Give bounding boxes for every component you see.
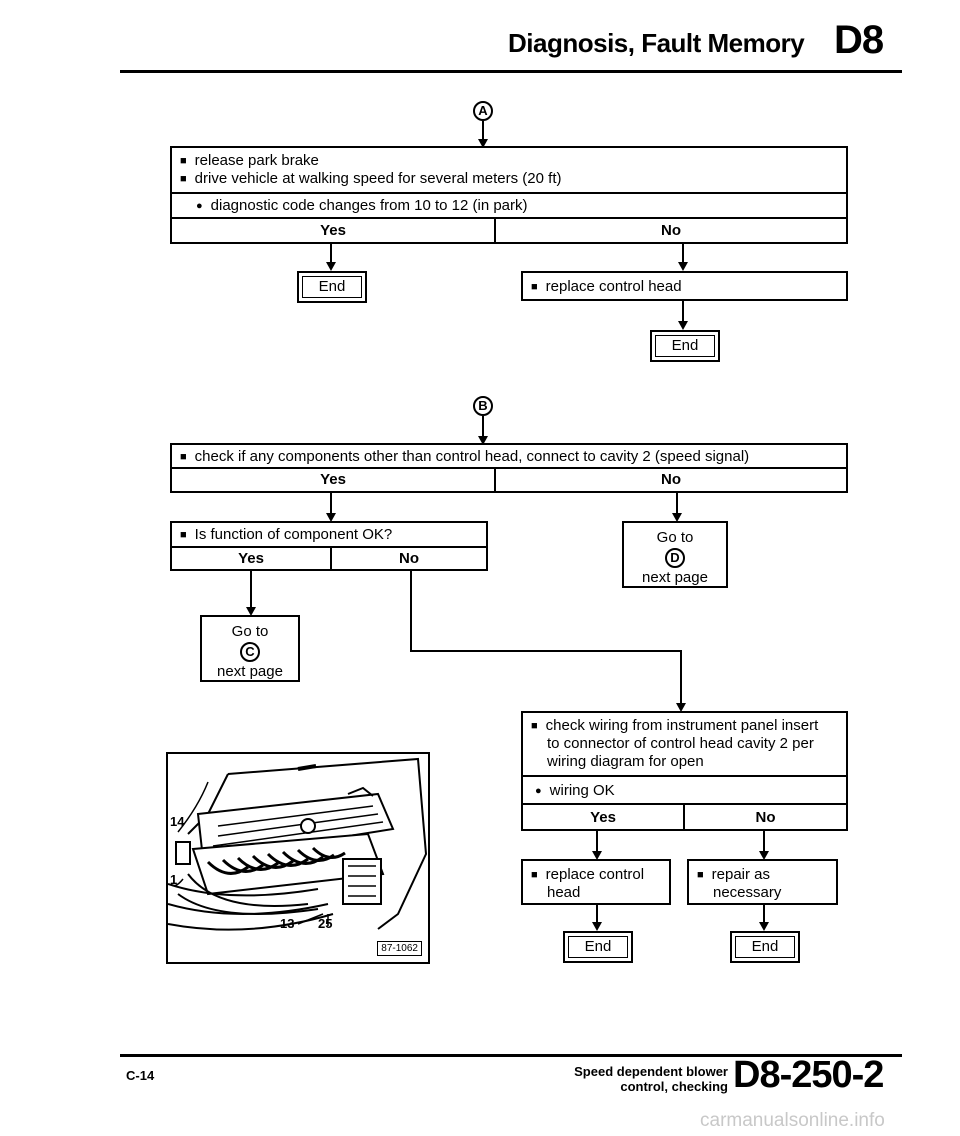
footer-desc-line: control, checking	[620, 1079, 728, 1094]
connector	[410, 650, 682, 652]
arrow-head	[592, 851, 602, 860]
footer-desc-line: Speed dependent blower	[574, 1064, 728, 1079]
question-text: Is function of component OK?	[180, 526, 393, 545]
action-text: necessary	[713, 884, 782, 901]
step-text: check wiring from instrument panel inser…	[531, 717, 819, 736]
component-question: Is function of component OK?	[172, 523, 486, 548]
end-box: End	[297, 271, 367, 303]
connector	[596, 831, 598, 851]
component-check-box: Is function of component OK? Yes No	[170, 521, 488, 571]
arrow-head	[759, 922, 769, 931]
arrow-head	[676, 703, 686, 712]
divider	[494, 469, 496, 493]
action-text: replace control head	[531, 278, 682, 297]
footer-code: D8-250-2	[733, 1054, 884, 1096]
arrow-head	[672, 513, 682, 522]
end-box: End	[563, 931, 633, 963]
connector	[763, 831, 765, 851]
connector	[676, 493, 678, 513]
question-text: check if any components other than contr…	[180, 448, 750, 467]
connector	[482, 416, 484, 436]
marker-c: C	[240, 642, 260, 662]
connector	[330, 244, 332, 262]
wiring-check-steps: check wiring from instrument panel inser…	[523, 713, 846, 777]
connector	[680, 650, 682, 703]
pin-label: 14	[170, 814, 185, 829]
section-code: D8	[834, 18, 884, 62]
goto-d-box: Go to D next page	[622, 521, 728, 588]
footer-rule	[120, 1054, 902, 1057]
footer-desc: Speed dependent blower control, checking	[568, 1064, 728, 1094]
step-text: drive vehicle at walking speed for sever…	[180, 170, 562, 189]
section-a-box: release park brake drive vehicle at walk…	[170, 146, 848, 244]
goto-text: Go to	[231, 623, 269, 640]
step-text: to connector of control head cavity 2 pe…	[547, 735, 814, 752]
pin-label: 1	[170, 872, 178, 887]
section-a-steps: release park brake drive vehicle at walk…	[172, 148, 846, 194]
page-number: C-14	[126, 1068, 155, 1083]
connector	[410, 571, 412, 651]
pin-label: 25	[318, 916, 333, 931]
section-b-box: check if any components other than contr…	[170, 443, 848, 493]
arrow-head	[246, 607, 256, 616]
yes-label: Yes	[320, 471, 346, 488]
goto-text: next page	[642, 569, 708, 586]
connector	[250, 571, 252, 607]
wiring-check-box: check wiring from instrument panel inser…	[521, 711, 848, 831]
no-label: No	[661, 222, 681, 239]
replace-head-box: replace control head	[521, 859, 671, 905]
action-text: replace control	[531, 866, 644, 885]
page-title: Diagnosis, Fault Memory	[508, 28, 805, 58]
connector	[682, 301, 684, 321]
step-text: wiring diagram for open	[547, 753, 704, 770]
marker-a: A	[473, 101, 493, 121]
goto-text: next page	[217, 663, 283, 680]
goto-c-box: Go to C next page	[200, 615, 300, 682]
action-text: repair as	[697, 866, 770, 885]
yes-label: Yes	[320, 222, 346, 239]
arrow-head	[478, 436, 488, 445]
arrow-head	[759, 851, 769, 860]
repair-box: repair as necessary	[687, 859, 838, 905]
end-box: End	[730, 931, 800, 963]
divider	[330, 548, 332, 571]
pin-label: 13	[280, 916, 295, 931]
question-text: diagnostic code changes from 10 to 12 (i…	[196, 197, 528, 216]
arrow-head	[478, 139, 488, 148]
divider	[683, 805, 685, 831]
connector-drawing	[168, 757, 428, 931]
arrow-head	[326, 262, 336, 271]
no-label: No	[661, 471, 681, 488]
marker-b: B	[473, 396, 493, 416]
connector	[763, 905, 765, 922]
arrow-head	[592, 922, 602, 931]
section-b-question: check if any components other than contr…	[172, 445, 846, 469]
marker-d: D	[665, 548, 685, 568]
question-text: wiring OK	[535, 782, 615, 801]
arrow-head	[678, 321, 688, 330]
figure-ref: 87-1062	[377, 941, 422, 956]
wiring-question: wiring OK	[523, 777, 846, 805]
arrow-head	[678, 262, 688, 271]
divider	[494, 219, 496, 244]
arrow-head	[326, 513, 336, 522]
end-box: End	[650, 330, 720, 362]
connector	[330, 493, 332, 513]
watermark: carmanualsonline.info	[700, 1110, 885, 1131]
yes-label: Yes	[238, 550, 264, 567]
connector	[596, 905, 598, 922]
step-text: release park brake	[180, 152, 319, 171]
action-text: head	[547, 884, 581, 901]
yes-label: Yes	[590, 809, 616, 826]
replace-control-head-box: replace control head	[521, 271, 848, 301]
connector-illustration: 14 1 13 25 87-1062	[166, 752, 430, 964]
no-label: No	[755, 809, 776, 826]
connector	[482, 121, 484, 139]
header-rule	[120, 70, 902, 73]
goto-text: Go to	[656, 529, 694, 546]
section-a-question: diagnostic code changes from 10 to 12 (i…	[172, 194, 846, 219]
connector	[682, 244, 684, 262]
no-label: No	[399, 550, 419, 567]
